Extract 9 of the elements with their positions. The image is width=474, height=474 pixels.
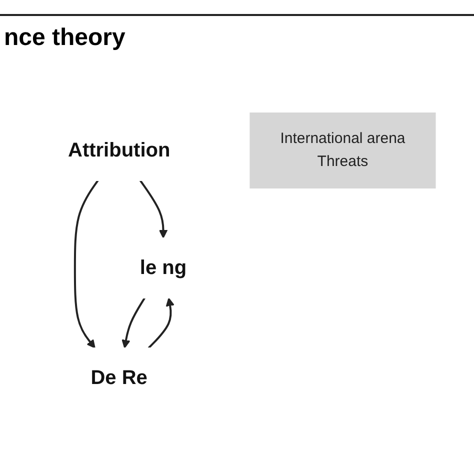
arrow	[122, 296, 146, 348]
node-text: Attribution	[68, 139, 171, 161]
node-box: International arena Threats	[250, 112, 436, 188]
arrow	[140, 179, 168, 238]
node-text: De Re	[91, 366, 148, 388]
arrow	[148, 297, 175, 348]
node-text: le ng	[140, 256, 187, 278]
arrow	[74, 179, 100, 348]
title: nce theory	[0, 14, 474, 60]
